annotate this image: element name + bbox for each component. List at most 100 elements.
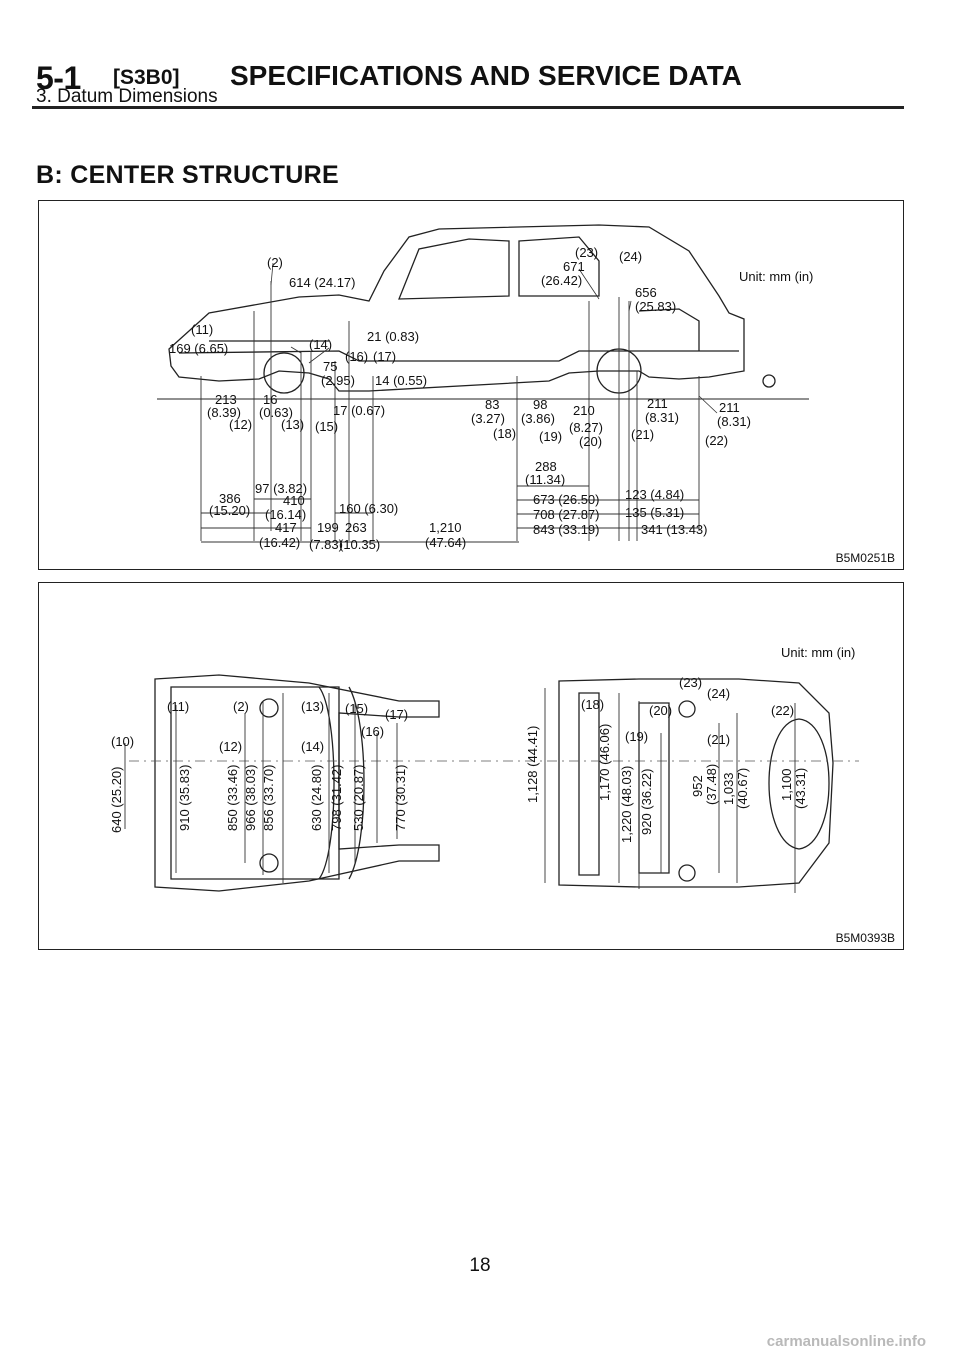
plan-dim-850: 850 (33.46) xyxy=(225,765,240,832)
plan-point-18: (18) xyxy=(581,697,604,712)
plan-point-16: (16) xyxy=(361,724,384,739)
side-view-figure: (2) (11) (12) (13) (14) (15) (16) (17) (… xyxy=(38,200,904,570)
reference-lines xyxy=(200,281,700,541)
section-code: [S3B0] xyxy=(113,66,180,89)
section-number: 5-1 xyxy=(36,60,81,96)
watermark: carmanualsonline.info xyxy=(766,1333,926,1350)
plan-point-12: (12) xyxy=(219,739,242,754)
dim-75: 75 xyxy=(323,359,337,374)
dim-160: 160 (6.30) xyxy=(339,501,398,516)
dim-656-in: (25.83) xyxy=(635,299,676,314)
point-label-20: (20) xyxy=(579,434,602,449)
point-label-21: (21) xyxy=(631,427,654,442)
plan-dim-1033: 1,033 xyxy=(721,772,736,805)
dim-211-a: 211 xyxy=(647,396,668,411)
unit-label: Unit: mm (in) xyxy=(739,269,813,284)
dim-614: 614 (24.17) xyxy=(289,275,356,290)
page-number: 18 xyxy=(469,1255,491,1276)
plan-point-15: (15) xyxy=(345,701,368,716)
dim-386-in: (15.20) xyxy=(209,503,250,518)
dim-410: 410 xyxy=(283,493,305,508)
dim-410-in: (16.14) xyxy=(265,507,306,522)
plan-dim-1170: 1,170 (46.06) xyxy=(597,724,612,801)
figure-code: B5M0251B xyxy=(835,551,895,565)
point-label-18: (18) xyxy=(493,426,516,441)
plan-view-figure: (10) (11) (2) (12) (13) (14) (15) (16) (… xyxy=(38,582,904,950)
leader-lines xyxy=(270,262,718,414)
point-label-13: (13) xyxy=(281,417,304,432)
dim-21: 21 (0.83) xyxy=(367,329,419,344)
car-body-outline xyxy=(168,224,776,394)
dim-386: 386 xyxy=(219,491,241,506)
plan-point-17: (17) xyxy=(385,707,408,722)
figure-code: B5M0393B xyxy=(835,931,895,945)
point-label-23: (23) xyxy=(575,245,598,260)
dim-671: 671 xyxy=(563,259,585,274)
plan-dim-630: 630 (24.80) xyxy=(309,765,324,832)
plan-point-13: (13) xyxy=(301,699,324,714)
plan-dim-920: 920 (36.22) xyxy=(639,769,654,836)
dim-98: 98 xyxy=(533,397,547,412)
dim-199: 199 xyxy=(317,520,339,535)
dim-417: 417 xyxy=(275,520,297,535)
page-subtitle: 3. Datum Dimensions xyxy=(36,86,218,107)
plan-dim-798: 798 (31.42) xyxy=(329,765,344,832)
dim-16-in: (0.63) xyxy=(259,405,293,420)
dim-263: 263 xyxy=(345,520,367,535)
dim-1210: 1,210 xyxy=(429,520,462,535)
plan-view-diagram: (10) (11) (2) (12) (13) (14) (15) (16) (… xyxy=(109,645,859,893)
plan-dimension-lines xyxy=(124,688,796,893)
dim-211-b: 211 xyxy=(719,400,740,415)
dim-673: 673 (26.50) xyxy=(533,492,600,507)
dim-98-in: (3.86) xyxy=(521,411,555,426)
plan-dim-770: 770 (30.31) xyxy=(393,765,408,832)
dim-288-in: (11.34) xyxy=(525,472,565,487)
plan-point-14: (14) xyxy=(301,739,324,754)
dim-83: 83 xyxy=(485,397,499,412)
plan-dim-952: 952 xyxy=(690,775,705,797)
plan-point-11: (11) xyxy=(167,699,189,714)
dim-123: 123 (4.84) xyxy=(625,487,684,502)
dim-843: 843 (33.19) xyxy=(533,522,600,537)
dim-75-in: (2.95) xyxy=(321,373,355,388)
plan-point-23: (23) xyxy=(679,675,702,690)
dim-417-in: (16.42) xyxy=(259,535,300,550)
dim-83-in: (3.27) xyxy=(471,411,505,426)
plan-unit-label: Unit: mm (in) xyxy=(781,645,855,660)
side-view-diagram: (2) (11) (12) (13) (14) (15) (16) (17) (… xyxy=(157,224,813,552)
dim-213: 213 xyxy=(215,392,237,407)
dimension-lines xyxy=(201,485,699,543)
plan-dim-856: 856 (33.70) xyxy=(261,765,276,832)
point-label-14: (14) xyxy=(309,337,332,352)
dim-210-in: (8.27) xyxy=(569,420,603,435)
point-label-16: (16) xyxy=(345,349,368,364)
plan-dim-640: 640 (25.20) xyxy=(109,767,124,834)
plan-point-19: (19) xyxy=(625,729,648,744)
plan-dim-952-in: (37.48) xyxy=(704,764,719,805)
point-label-24: (24) xyxy=(619,249,642,264)
dim-199-in: (7.83) xyxy=(309,537,343,552)
dim-708: 708 (27.87) xyxy=(533,507,600,522)
point-label-22: (22) xyxy=(705,433,728,448)
dim-210: 210 xyxy=(573,403,595,418)
header-divider xyxy=(32,106,904,109)
point-label-2: (2) xyxy=(267,255,283,270)
plan-point-10: (10) xyxy=(111,734,134,749)
section-heading: B: CENTER STRUCTURE xyxy=(36,161,339,189)
point-label-11: (11) xyxy=(191,322,213,337)
dim-14: 14 (0.55) xyxy=(375,373,427,388)
dim-211-a-in: (8.31) xyxy=(645,410,679,425)
plan-dim-966: 966 (38.03) xyxy=(243,765,258,832)
dim-341: 341 (13.43) xyxy=(641,522,708,537)
dim-288: 288 xyxy=(535,459,557,474)
plan-dim-1100: 1,100 xyxy=(779,768,794,801)
plan-point-2: (2) xyxy=(233,699,249,714)
dim-169: 169 (6.65) xyxy=(169,341,228,356)
dim-656: 656 xyxy=(635,285,657,300)
plan-point-20: (20) xyxy=(649,703,672,718)
dim-671-in: (26.42) xyxy=(541,273,582,288)
dim-17: 17 (0.67) xyxy=(333,403,385,418)
dim-213-in: (8.39) xyxy=(207,405,241,420)
dim-1210-in: (47.64) xyxy=(425,535,466,550)
plan-point-21: (21) xyxy=(707,732,730,747)
